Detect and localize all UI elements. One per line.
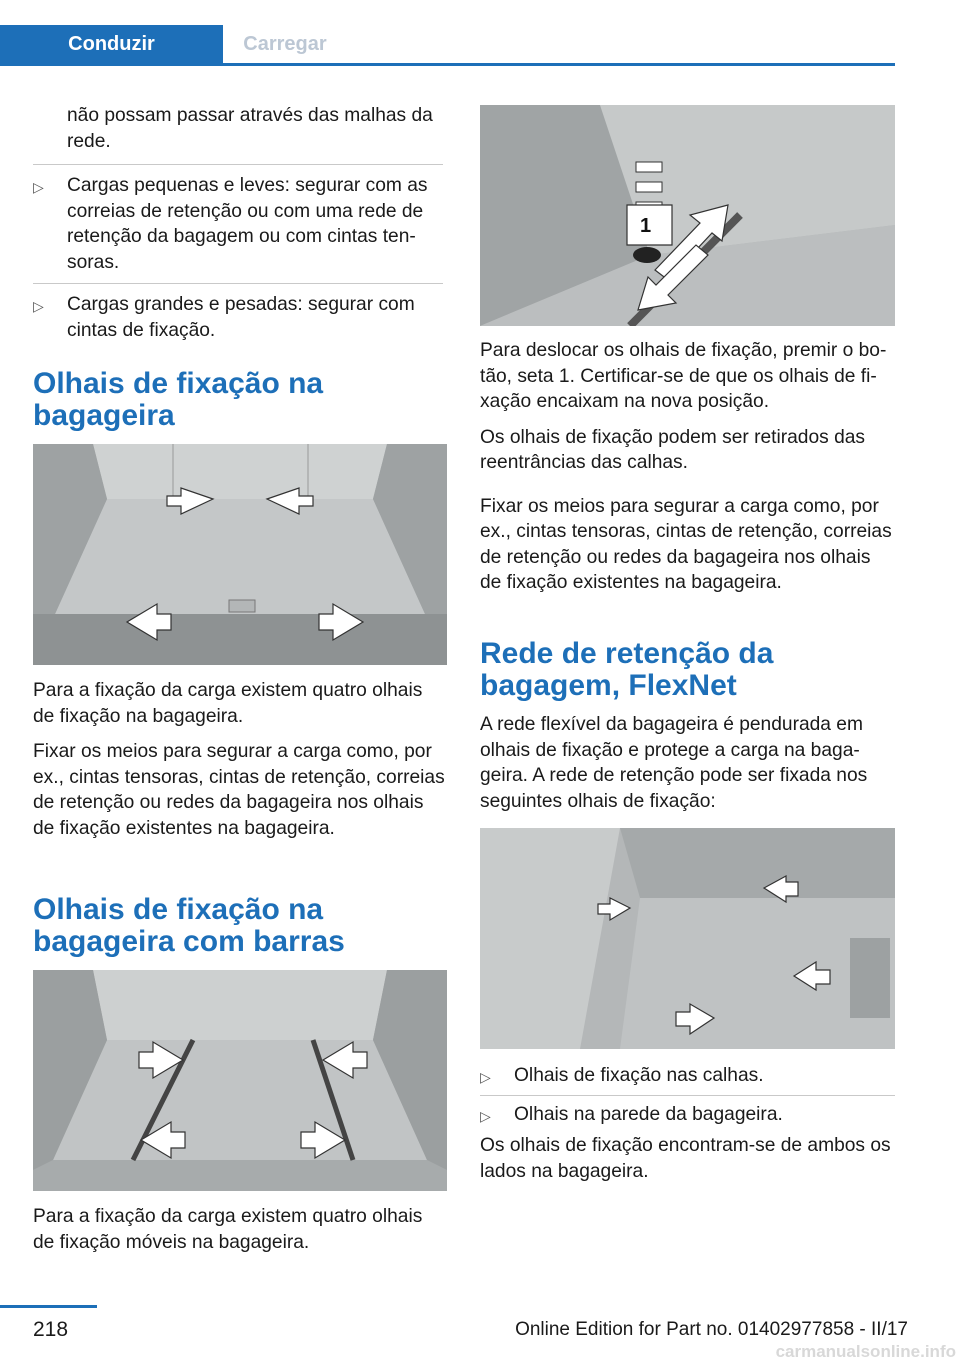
- list-item: ▷ Olhais de fixação nas calhas.: [480, 1063, 895, 1089]
- paragraph: Os olhais de fixação podem ser retirados…: [480, 426, 866, 474]
- triangle-bullet-icon: ▷: [33, 179, 44, 195]
- section-heading: Rede de retenção da bagagem, FlexNet: [480, 637, 774, 702]
- lashing-eyes-figure: [33, 444, 447, 665]
- list-item-text: Olhais na parede da bagageira.: [514, 1103, 783, 1125]
- figure-label-1: 1: [640, 215, 651, 237]
- paragraph: Os olhais de fixação encontram-se de amb…: [480, 1135, 891, 1182]
- page-number: 218: [33, 1318, 69, 1341]
- right-column-text-1: Para deslocar os olhais de fixação, prem…: [480, 338, 895, 606]
- edition-footer: Online Edition for Part no. 01402977858 …: [515, 1319, 908, 1340]
- tab-carregar[interactable]: Carregar: [223, 25, 347, 63]
- right-column-text-2: A rede flexível da bagageira é pendurada…: [480, 712, 895, 824]
- list-item-text: Olhais de fixação nas calhas.: [514, 1065, 764, 1086]
- paragraph: Para deslocar os olhais de fixação, prem…: [480, 340, 887, 412]
- left-section-1-text: Para a fixação da carga existem quatro o…: [33, 678, 447, 851]
- paragraph: Fixar os meios para segurar a carga como…: [480, 495, 892, 594]
- triangle-bullet-icon: ▷: [480, 1069, 491, 1085]
- list-item-text: Cargas pequenas e leves: segurar com as …: [67, 175, 428, 273]
- page-number-bar: [0, 1305, 97, 1308]
- chapter-tab-bar: Conduzir Carregar: [0, 25, 895, 66]
- list-item: ▷ Olhais na parede da bagageira.: [480, 1102, 895, 1128]
- paragraph: Fixar os meios para segurar a carga como…: [33, 741, 445, 839]
- list-item: ▷ Cargas grandes e pesadas: segurar com …: [33, 292, 443, 343]
- tab-conduzir[interactable]: Conduzir: [0, 25, 223, 63]
- movable-eye-figure: 1: [480, 105, 895, 326]
- paragraph: A rede flexível da bagageira é pendurada…: [480, 714, 868, 812]
- lashing-rails-figure: [33, 970, 447, 1191]
- watermark: carmanualsonline.info: [775, 1342, 956, 1361]
- triangle-bullet-icon: ▷: [33, 298, 44, 314]
- triangle-bullet-icon: ▷: [480, 1107, 491, 1124]
- flexnet-figure: [480, 828, 895, 1049]
- right-column-list: ▷ Olhais de fixação nas calhas. ▷ Olhais…: [480, 1063, 895, 1194]
- intro-continuation: não possam passar através das malhas da …: [67, 105, 433, 152]
- left-section-2-text: Para a fixação da carga existem quatro o…: [33, 1204, 447, 1265]
- list-item: ▷ Cargas pequenas e leves: segurar com a…: [33, 173, 443, 275]
- section-heading: Olhais de fixação na bagageira com barra…: [33, 893, 345, 958]
- section-heading: Olhais de fixação na bagageira: [33, 367, 324, 432]
- figure-caption: Para a fixação da carga existem quatro o…: [33, 680, 423, 727]
- list-item-text: Cargas grandes e pesadas: segurar com ci…: [67, 294, 415, 341]
- figure-caption: Para a fixação da carga existem quatro o…: [33, 1206, 423, 1253]
- left-column: não possam passar através das malhas da …: [33, 103, 443, 343]
